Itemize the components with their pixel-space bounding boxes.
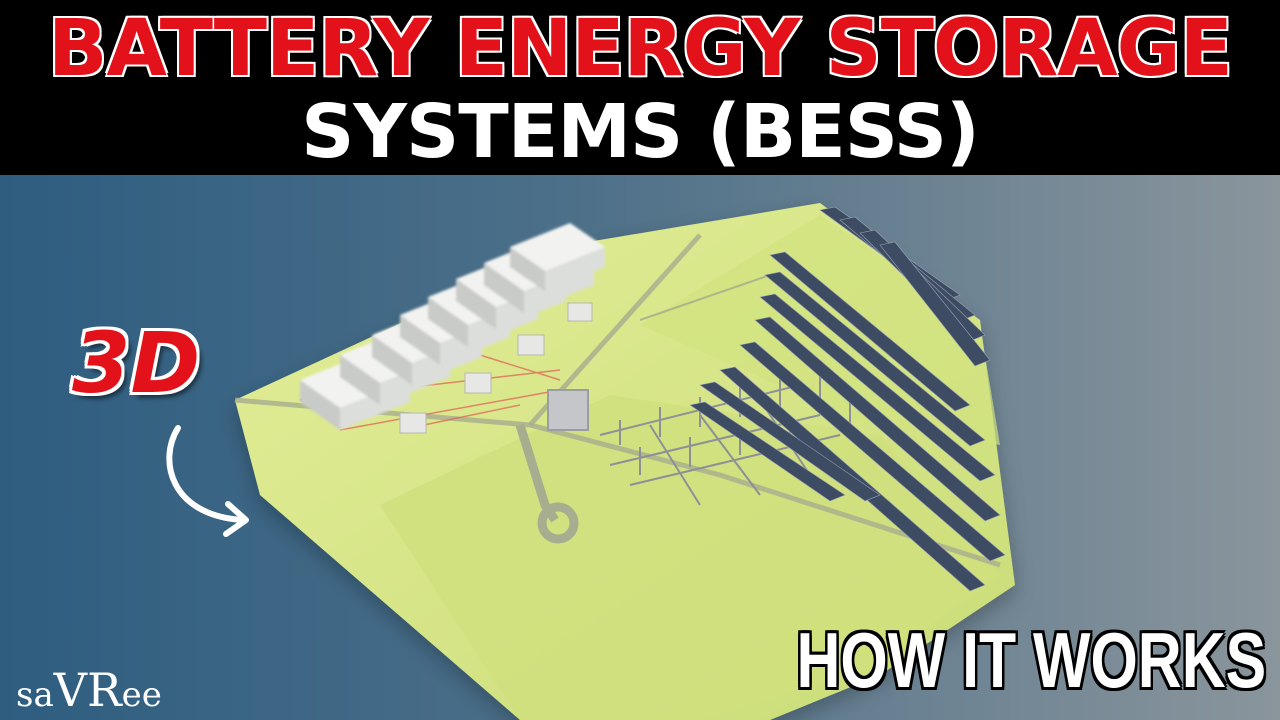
turnaround: [537, 502, 579, 544]
battery-containers: [300, 223, 605, 430]
title-line-1: BATTERY ENERGY STORAGE: [47, 4, 1234, 94]
how-it-works-caption: HOW IT WORKS: [796, 616, 1266, 704]
logo-part-1: sa: [16, 675, 54, 715]
3d-badge: 3D: [72, 314, 201, 412]
logo-part-2: VR: [53, 663, 122, 717]
title-line-2: SYSTEMS (BESS): [301, 89, 980, 175]
title-banner: BATTERY ENERGY STORAGE SYSTEMS (BESS): [0, 0, 1280, 175]
inverter-units: [399, 302, 593, 434]
solar-array: [689, 206, 1006, 592]
logo-part-3: ee: [121, 675, 162, 715]
curved-arrow-icon: [166, 425, 249, 537]
field-boundary: [639, 274, 771, 321]
bess-site-illustration: [234, 203, 1015, 720]
savree-logo: saVRee: [16, 667, 162, 717]
access-road: [515, 423, 559, 523]
